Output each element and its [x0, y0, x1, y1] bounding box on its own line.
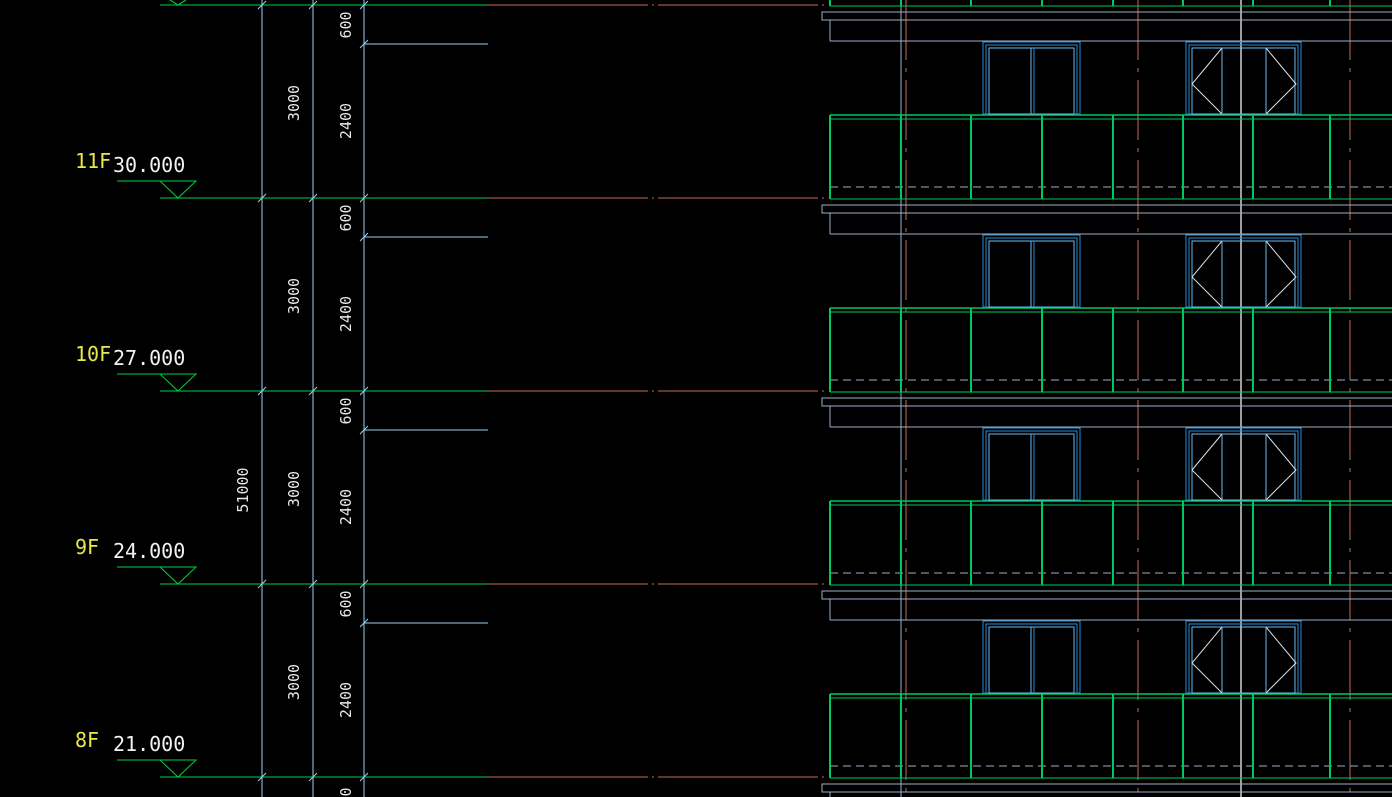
floor-height-dimensions: 3000 3000 3000 3000	[285, 85, 303, 700]
balcony-railing	[829, 307, 1392, 393]
level-8f: 8F 21.000	[75, 728, 185, 756]
dim-tick	[308, 386, 318, 396]
elevation-marker	[158, 180, 198, 199]
dim-tick	[257, 386, 267, 396]
window-opening-swing	[1265, 433, 1297, 501]
elevation-marker	[158, 373, 198, 392]
opening-dim-label: 2400	[337, 489, 355, 525]
level-name: 10F	[75, 342, 111, 366]
balcony-railing	[829, 500, 1392, 586]
floor-slab	[821, 590, 1392, 600]
cut-dim-label: 0	[337, 787, 355, 796]
window-opening-swing	[1265, 47, 1297, 115]
dim-tick	[359, 618, 369, 628]
window-sliding	[982, 41, 1081, 115]
dim-tick	[359, 579, 369, 589]
opening-dim-label: 2400	[337, 103, 355, 139]
window-frame	[1188, 623, 1299, 694]
parapet-dim-label: 600	[337, 397, 355, 424]
dim-tick	[359, 386, 369, 396]
dim-tick	[308, 193, 318, 203]
window-opening-swing	[1265, 240, 1297, 308]
elevation-marker	[169, 0, 187, 6]
elevation-marker	[158, 759, 198, 778]
floor-slab	[821, 204, 1392, 214]
window-frame	[1185, 41, 1302, 115]
window-sliding	[982, 427, 1081, 501]
floor-slab	[821, 11, 1392, 21]
parapet-dim-label: 600	[337, 11, 355, 38]
opening-dim-label: 2400	[337, 296, 355, 332]
overall-dimension-label: 51000	[234, 467, 252, 512]
floor-slab	[821, 783, 1392, 793]
floor-height-label: 3000	[285, 664, 303, 700]
level-name: 8F	[75, 728, 99, 752]
floor-height-label: 3000	[285, 471, 303, 507]
dim-tick	[257, 193, 267, 203]
window-casement	[1185, 620, 1302, 694]
window-frame	[1191, 433, 1296, 501]
dim-tick	[257, 579, 267, 589]
floor-height-label: 3000	[285, 85, 303, 121]
window-sliding	[982, 620, 1081, 694]
level-elevation: 27.000	[113, 346, 185, 370]
floor-slab	[821, 397, 1392, 407]
level-9f: 9F 24.000	[75, 535, 185, 563]
dim-tick	[308, 579, 318, 589]
dim-tick	[308, 0, 318, 10]
window-opening-swing	[1191, 626, 1223, 694]
level-elevation: 21.000	[113, 732, 185, 756]
parapet-dim-label: 600	[337, 204, 355, 231]
window-frame	[1188, 44, 1299, 115]
balcony-railing	[829, 0, 1392, 7]
window-frame	[1191, 47, 1296, 115]
window-frame	[1185, 234, 1302, 308]
window-sliding	[982, 234, 1081, 308]
dim-tick	[359, 39, 369, 49]
window-opening-swing	[1191, 47, 1223, 115]
window-frame	[1191, 626, 1296, 694]
window-frame	[1185, 427, 1302, 501]
dim-tick	[359, 0, 369, 10]
level-10f: 10F 27.000	[75, 342, 185, 370]
window-casement	[1185, 234, 1302, 308]
dim-tick	[308, 772, 318, 782]
building-geometry	[117, 0, 1392, 797]
window-frame	[1185, 620, 1302, 694]
floor-height-label: 3000	[285, 278, 303, 314]
level-name: 11F	[75, 149, 111, 173]
balcony-railing	[829, 114, 1392, 200]
elevation-marker	[158, 566, 198, 585]
level-11f: 11F 30.000	[75, 149, 185, 177]
window-frame	[1188, 237, 1299, 308]
overall-dimension: 51000	[234, 467, 252, 512]
window-casement	[1185, 41, 1302, 115]
window-frame	[1188, 430, 1299, 501]
window-casement	[1185, 427, 1302, 501]
dim-tick	[359, 772, 369, 782]
window-frame	[1191, 240, 1296, 308]
opening-dim-label: 2400	[337, 682, 355, 718]
window-opening-swing	[1191, 240, 1223, 308]
detail-dimensions: 600 2400 600 2400 600 2400 600 2400 0	[337, 11, 355, 796]
dim-tick	[257, 772, 267, 782]
dim-tick	[359, 425, 369, 435]
level-elevation: 30.000	[113, 153, 185, 177]
parapet-dim-label: 600	[337, 590, 355, 617]
dim-tick	[359, 193, 369, 203]
elevation-marker-partial	[169, 0, 187, 6]
vertical-reference-lines	[261, 0, 365, 797]
dim-tick	[257, 0, 267, 10]
level-elevation: 24.000	[113, 539, 185, 563]
balcony-railing	[829, 693, 1392, 779]
dim-tick	[359, 232, 369, 242]
window-opening-swing	[1265, 626, 1297, 694]
window-opening-swing	[1191, 433, 1223, 501]
level-name: 9F	[75, 535, 99, 559]
